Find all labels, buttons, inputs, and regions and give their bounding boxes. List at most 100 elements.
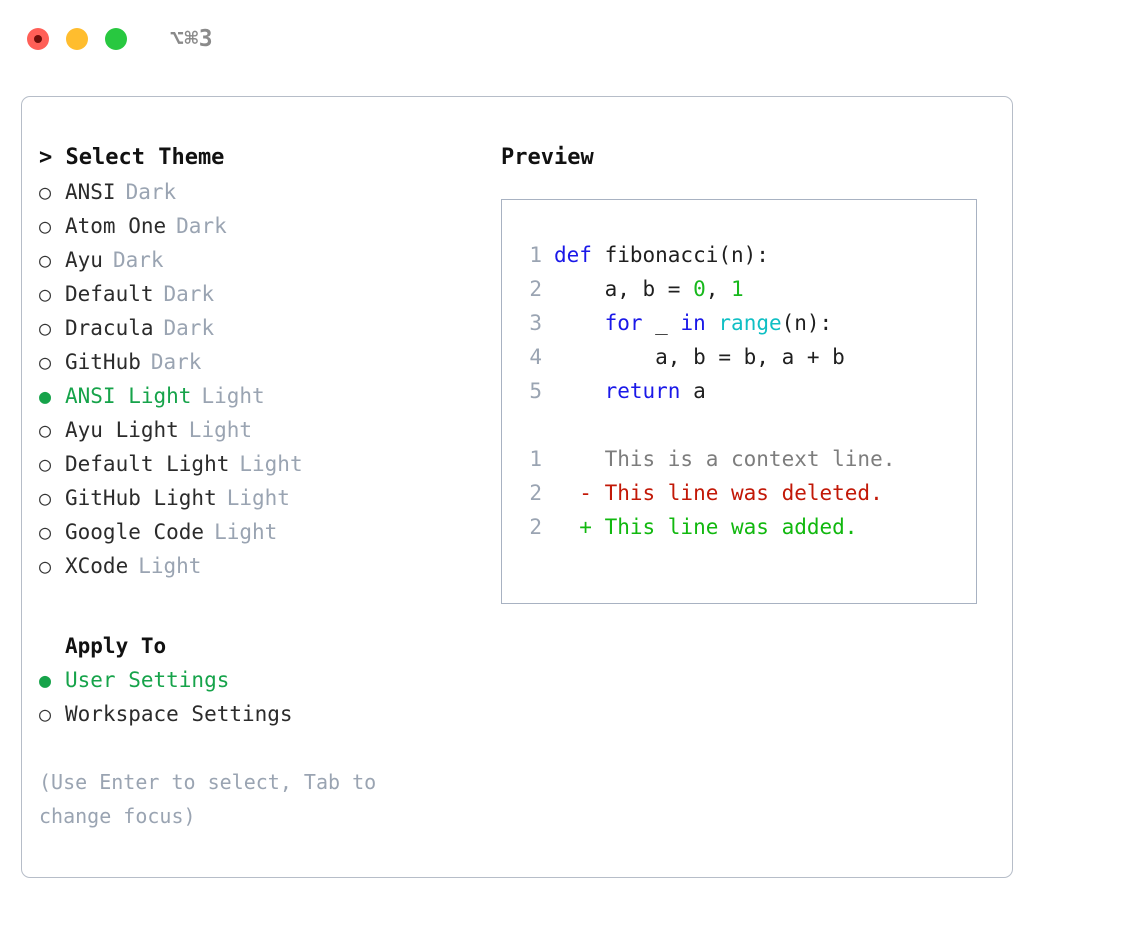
code-line: 2 a, b = 0, 1 [514, 272, 976, 306]
code-token-plain: , [705, 277, 732, 301]
code-token-kw: for [604, 311, 643, 335]
radio-unselected-icon: ○ [39, 554, 52, 578]
theme-option-variant: Dark [176, 214, 227, 238]
apply-to-heading-label: Apply To [65, 634, 167, 658]
code-line-number: 4 [529, 345, 542, 369]
diff-line-content: + This line was added. [554, 515, 858, 539]
code-line: 3 for _ in range(n): [514, 306, 976, 340]
code-line-content: for _ in range(n): [554, 306, 833, 340]
theme-option-ayu[interactable]: ○ Ayu Dark [39, 243, 479, 277]
code-token-num: 1 [731, 277, 744, 301]
theme-option-default[interactable]: ○ Default Dark [39, 277, 479, 311]
minimize-window-button[interactable] [66, 28, 88, 50]
code-line-content: a, b = 0, 1 [554, 272, 744, 306]
diff-line-del: 2 - This line was deleted. [514, 476, 976, 510]
diff-line-ctx: 1 This is a context line. [514, 442, 976, 476]
apply-to-heading-marker: ○ [39, 629, 65, 663]
code-line-content: a, b = b, a + b [554, 340, 845, 374]
theme-option-variant: Dark [112, 248, 164, 272]
theme-option-variant: Light [239, 452, 303, 476]
code-token-kw: return [604, 379, 681, 403]
apply-to-option-label: Workspace Settings [65, 702, 293, 726]
code-line: 5 return a [514, 374, 976, 408]
theme-option-label: ANSI [65, 180, 116, 204]
theme-option-github-light[interactable]: ○ GitHub Light Light [39, 481, 479, 515]
apply-to-option-workspace-settings[interactable]: ○ Workspace Settings [39, 697, 479, 731]
radio-unselected-icon: ○ [39, 248, 52, 272]
theme-option-variant: Light [188, 418, 253, 442]
diff-sample: 1 This is a context line.2 - This line w… [514, 442, 976, 544]
diff-line-number: 2 [529, 481, 542, 505]
theme-option-variant: Dark [125, 180, 177, 204]
theme-option-default-light[interactable]: ○ Default Light Light [39, 447, 479, 481]
theme-option-label: ANSI Light [65, 384, 192, 408]
radio-unselected-icon: ○ [39, 452, 52, 476]
theme-option-ansi[interactable]: ○ ANSI Dark [39, 175, 479, 209]
radio-unselected-icon: ○ [39, 702, 52, 726]
code-token-plain [554, 311, 605, 335]
keyboard-shortcut-label: ⌥⌘3 [170, 26, 214, 52]
theme-option-variant: Light [214, 520, 278, 544]
apply-to-option-user-settings[interactable]: ●User Settings [39, 663, 479, 697]
code-token-num: 0 [693, 277, 706, 301]
apply-to-heading-row: ○ Apply To [39, 629, 479, 663]
code-token-kw: def [554, 243, 605, 267]
preview-heading: Preview [501, 145, 594, 170]
diff-line-content: - This line was deleted. [554, 481, 883, 505]
traffic-light-buttons [27, 28, 127, 50]
keyboard-hint-text: (Use Enter to select, Tab to change focu… [39, 770, 377, 828]
code-line-content: return a [554, 374, 706, 408]
radio-unselected-icon: ○ [39, 180, 52, 204]
theme-option-variant: Dark [163, 316, 215, 340]
select-theme-heading: > Select Theme [39, 145, 225, 170]
theme-option-label: XCode [65, 554, 129, 578]
theme-option-label: GitHub Light [65, 486, 217, 510]
theme-option-dracula[interactable]: ○ Dracula Dark [39, 311, 479, 345]
close-window-button[interactable] [27, 28, 49, 50]
radio-unselected-icon: ○ [39, 350, 52, 374]
diff-line-add: 2 + This line was added. [514, 510, 976, 544]
theme-option-label: Default Light [65, 452, 230, 476]
code-token-plain [554, 379, 605, 403]
theme-option-label: Google Code [65, 520, 205, 544]
code-line-number: 3 [529, 311, 542, 335]
code-token-plain: _ [642, 311, 681, 335]
code-token-plain: a, b = b, a + b [554, 345, 845, 369]
title-bar: ⌥⌘3 [0, 0, 1140, 78]
theme-option-label: Atom One [65, 214, 167, 238]
radio-unselected-icon: ○ [39, 316, 52, 340]
theme-option-label: Ayu [65, 248, 103, 272]
diff-line-number: 2 [529, 515, 542, 539]
radio-unselected-icon: ○ [39, 486, 52, 510]
theme-option-variant: Dark [163, 282, 215, 306]
code-line-number: 1 [529, 243, 542, 267]
theme-option-variant: Light [138, 554, 202, 578]
radio-unselected-icon: ○ [39, 282, 52, 306]
radio-selected-icon: ● [39, 384, 52, 408]
theme-option-label: Dracula [65, 316, 154, 340]
theme-option-label: Ayu Light [65, 418, 179, 442]
theme-option-variant: Light [226, 486, 290, 510]
code-line: 4 a, b = b, a + b [514, 340, 976, 374]
maximize-window-button[interactable] [105, 28, 127, 50]
code-token-plain: a, b = [554, 277, 694, 301]
radio-selected-icon: ● [39, 668, 52, 692]
theme-option-xcode[interactable]: ○ XCode Light [39, 549, 479, 583]
diff-line-number: 1 [529, 447, 542, 471]
theme-option-variant: Dark [150, 350, 202, 374]
theme-option-label: Default [65, 282, 154, 306]
apply-to-option-list[interactable]: ●User Settings ○ Workspace Settings [39, 663, 479, 731]
